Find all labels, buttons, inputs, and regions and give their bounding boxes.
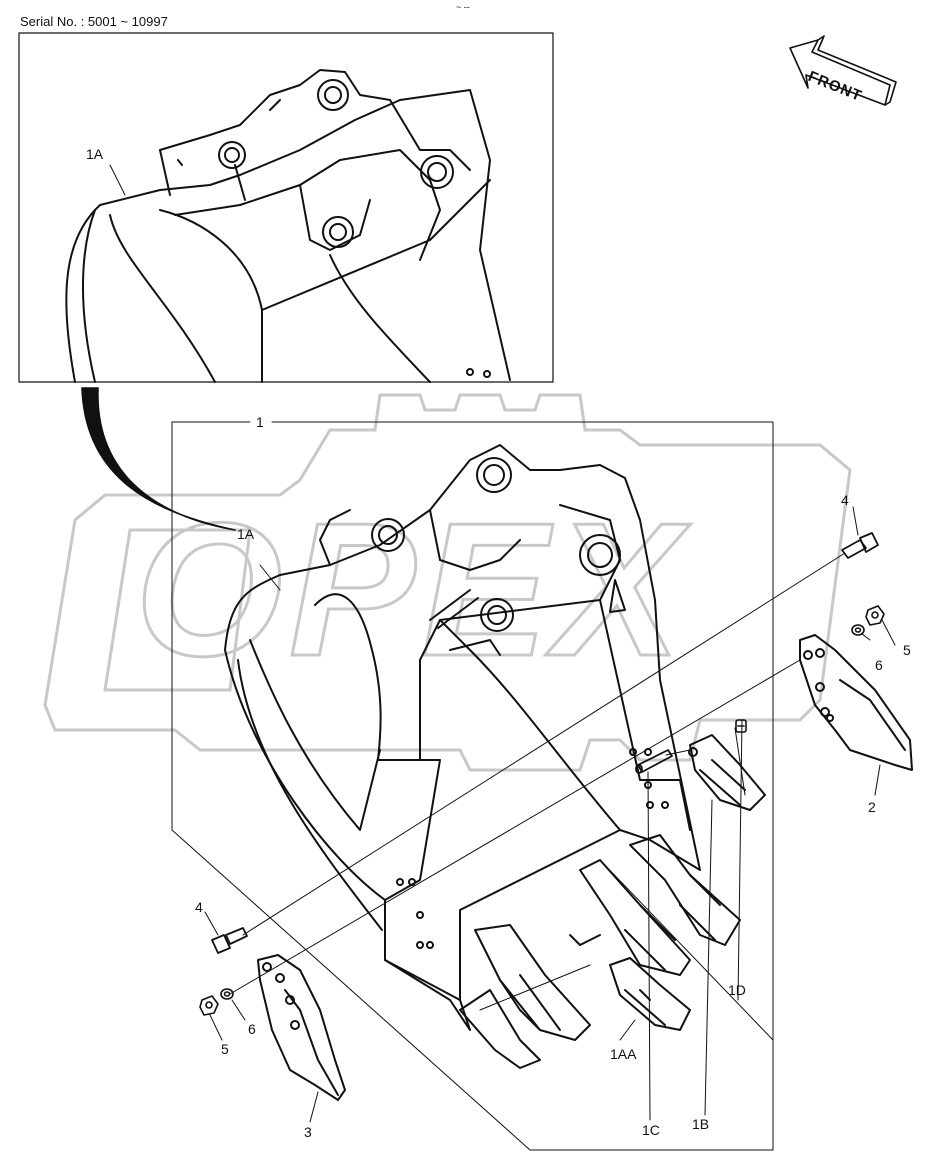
callout-1AA: 1AA — [610, 1046, 637, 1062]
callout-5-left: 5 — [221, 1041, 229, 1057]
washer-6-right — [851, 624, 865, 636]
inset-bucket-detail — [65, 69, 511, 383]
adapter-1AA — [609, 957, 691, 1031]
leader-lines — [109, 164, 896, 1123]
callout-3: 3 — [304, 1124, 312, 1140]
callout-1D: 1D — [728, 982, 746, 998]
callout-1: 1 — [256, 414, 264, 430]
callout-6-right: 6 — [875, 657, 883, 673]
serial-number: Serial No. : 5001 ~ 10997 — [20, 14, 168, 29]
callout-4-left: 4 — [195, 899, 203, 915]
callout-arrow — [81, 387, 236, 531]
bolt-4-right — [841, 532, 879, 559]
callout-5-right: 5 — [903, 642, 911, 658]
callout-2: 2 — [868, 799, 876, 815]
washer-6-left — [220, 988, 234, 1000]
front-arrow-icon — [789, 35, 897, 106]
pin-1C — [635, 749, 673, 774]
side-cutter-2 — [799, 634, 913, 771]
watermark-text: OPEX — [135, 484, 691, 696]
callout-1A-inset: 1A — [86, 146, 104, 162]
callout-6-left: 6 — [248, 1021, 256, 1037]
side-cutter-3 — [257, 954, 346, 1101]
inset-frame — [18, 32, 554, 383]
callout-1B: 1B — [692, 1116, 710, 1132]
lock-1D — [735, 719, 747, 733]
callout-1C: 1C — [642, 1122, 660, 1138]
nut-5-right — [865, 605, 885, 626]
tooth-1B — [688, 734, 766, 811]
callout-1A: 1A — [237, 526, 255, 542]
nut-5-left — [199, 995, 219, 1016]
bolt-4-left — [211, 927, 248, 954]
bucket-teeth — [459, 834, 741, 1069]
callout-4-right: 4 — [841, 492, 849, 508]
watermark-gear-icon — [43, 393, 852, 772]
page-mark: ~ -- — [456, 2, 470, 12]
bucket-body — [224, 444, 701, 1031]
assembly-frame — [171, 421, 774, 1151]
